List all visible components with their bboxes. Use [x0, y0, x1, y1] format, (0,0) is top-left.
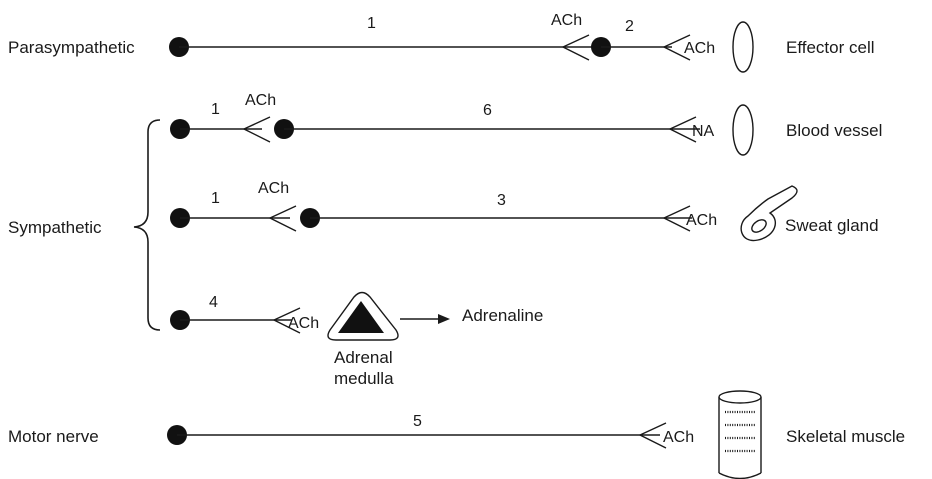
- neurotransmitter-label: ACh: [551, 12, 582, 29]
- sympathetic-pathway: Sympathetic 1 ACh 6 NA Blood vessel 1 AC…: [8, 92, 882, 388]
- blood-vessel-icon: [732, 104, 754, 156]
- fibre-number-label: 5: [413, 413, 422, 430]
- synapse-terminal-icon: [272, 307, 301, 334]
- neurotransmitter-label: ACh: [684, 40, 715, 57]
- adrenal-pathway: 4 ACh Adrenaline Adrenal medulla: [170, 291, 543, 388]
- neurotransmitter-label: ACh: [288, 315, 319, 332]
- fibre-number-label: 3: [497, 192, 506, 209]
- sweat-gland-pathway: 1 ACh 3 ACh Sweat gland: [170, 180, 879, 242]
- neurotransmitter-label: ACh: [663, 429, 694, 446]
- blood-vessel-pathway: 1 ACh 6 NA Blood vessel: [170, 92, 882, 156]
- target-label: Sweat gland: [785, 216, 879, 235]
- synapse-terminal-icon: [668, 116, 697, 143]
- fibre-number-label: 1: [211, 190, 220, 207]
- neurotransmitter-label: ACh: [686, 212, 717, 229]
- synapse-terminal-icon: [662, 205, 691, 232]
- fibre-number-label: 6: [483, 102, 492, 119]
- sweat-gland-icon: [740, 185, 798, 242]
- motor-pathway: Motor nerve 5 ACh Skeletal muscle: [8, 390, 905, 479]
- synapse-terminal-icon: [662, 34, 691, 61]
- synapse-terminal-icon: [242, 116, 271, 143]
- secretion-label: Adrenaline: [462, 306, 543, 325]
- neurotransmitter-label: ACh: [258, 180, 289, 197]
- fibre-number-label: 1: [367, 15, 376, 32]
- skeletal-muscle-icon: [718, 390, 762, 479]
- fibre-number-label: 4: [209, 294, 218, 311]
- motor-nerve-label: Motor nerve: [8, 427, 99, 446]
- neurotransmitter-label: NA: [692, 123, 715, 140]
- target-label: Skeletal muscle: [786, 427, 905, 446]
- synapse-terminal-icon: [561, 34, 590, 61]
- organ-label-line2: medulla: [334, 369, 394, 388]
- target-label: Blood vessel: [786, 121, 882, 140]
- sympathetic-label: Sympathetic: [8, 218, 102, 237]
- effector-cell-icon: [732, 21, 754, 73]
- fibre-number-label: 1: [211, 101, 220, 118]
- organ-label-line1: Adrenal: [334, 348, 393, 367]
- target-label: Effector cell: [786, 38, 875, 57]
- neurotransmitter-label: ACh: [245, 92, 276, 109]
- parasympathetic-label: Parasympathetic: [8, 38, 135, 57]
- synapse-terminal-icon: [268, 205, 297, 232]
- parasympathetic-pathway: Parasympathetic 1 ACh 2 ACh Effector cel…: [8, 12, 875, 73]
- arrowhead-icon: [438, 314, 450, 324]
- curly-brace: [133, 119, 161, 331]
- adrenal-gland-icon: [327, 291, 399, 341]
- fibre-number-label: 2: [625, 18, 634, 35]
- synapse-terminal-icon: [638, 422, 667, 449]
